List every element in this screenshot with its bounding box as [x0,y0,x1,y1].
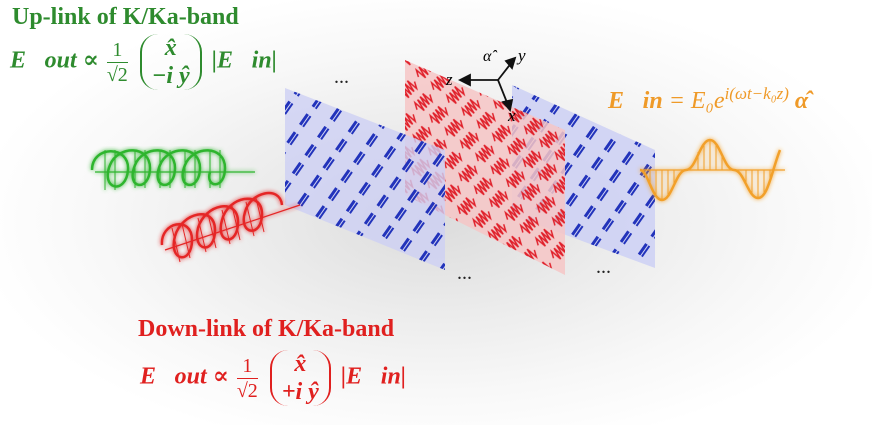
orange-linear-wave [639,138,785,202]
uplink-formula: E⃗out ∝ 1 √2 x̂ −i ŷ |E⃗in| [10,34,277,90]
uplink-lhs: E⃗out ∝ [10,47,99,74]
uplink-vec-top: x̂ [164,35,177,61]
downlink-title: Down-link of K/Ka-band [138,316,395,342]
uplink-title: Up-link of K/Ka-band [12,4,239,30]
uplink-vector: x̂ −i ŷ [139,34,202,90]
uplink-frac-den: √2 [106,63,128,86]
axis-label-x: x [508,106,516,125]
ellipsis-bottom-left: ... [457,262,472,284]
axis-label-z: z [446,70,453,89]
uplink-frac-num: 1 [106,38,128,63]
uplink-rhs: |E⃗in| [211,47,277,74]
downlink-formula: E⃗out ∝ 1 √2 x̂ +i ŷ |E⃗in| [140,350,406,406]
incident-formula: E⃗in = E₀ei(ωt−k₀z) α̂ [608,84,808,115]
coordinate-axes [457,56,517,112]
downlink-vector: x̂ +i ŷ [269,350,331,406]
incident-lhs: E⃗in [608,88,663,114]
axis-label-alpha: α̂ [483,48,492,65]
incident-exponent: i(ωt−k₀z) [724,84,789,103]
incident-alpha: α̂ [794,88,809,114]
downlink-fraction: 1 √2 [236,354,258,403]
downlink-frac-num: 1 [236,354,258,379]
green-helix-wave [90,149,255,190]
uplink-fraction: 1 √2 [106,38,128,87]
incident-eq: = E₀e [668,88,725,114]
axis-label-y: y [518,46,526,65]
downlink-lhs: E⃗out ∝ [140,363,229,390]
downlink-rhs: |E⃗in| [340,363,407,390]
downlink-vec-top: x̂ [294,351,307,377]
blue-metasurface-panel-front [285,88,445,270]
red-helix-wave [160,191,301,263]
downlink-frac-den: √2 [236,379,258,402]
downlink-vec-bottom: +i ŷ [281,379,319,405]
ellipsis-bottom-right: ... [596,256,611,278]
uplink-vec-bottom: −i ŷ [151,63,190,89]
ellipsis-top: ... [334,66,349,88]
red-metasurface-panel [405,60,565,275]
